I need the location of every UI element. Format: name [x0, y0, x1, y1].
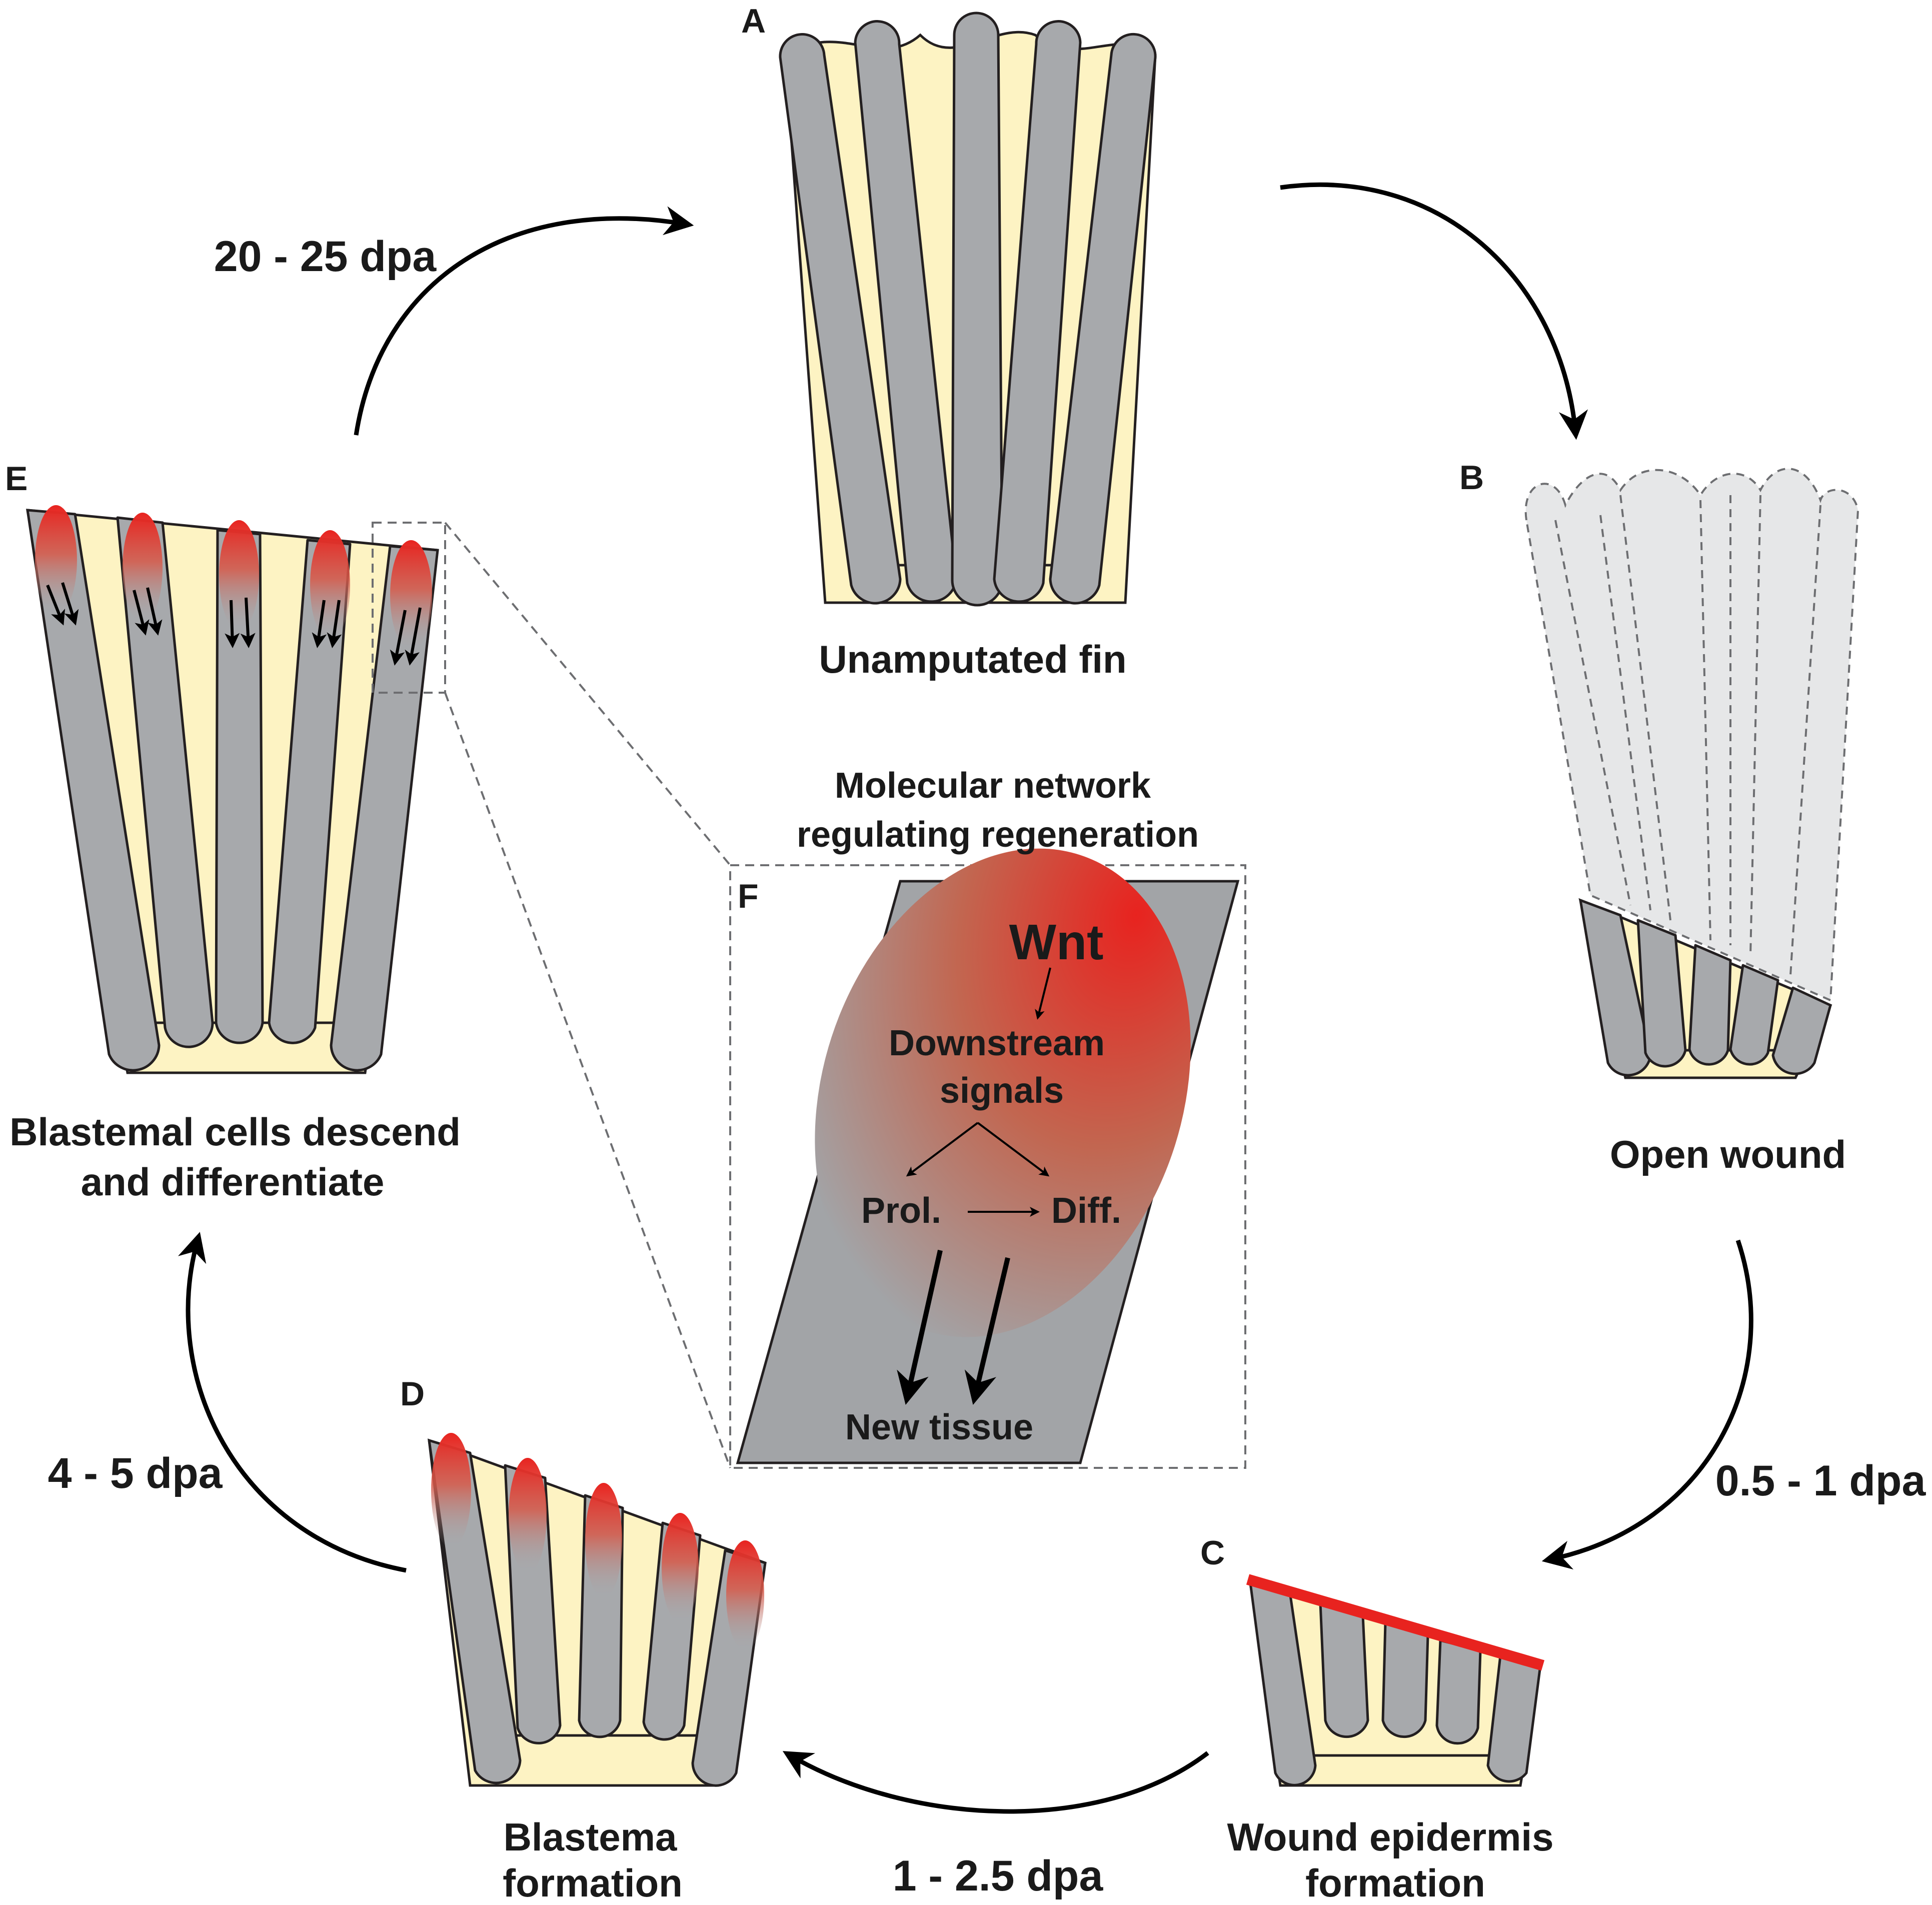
time-e-to-a: 20 - 25 dpa	[214, 233, 437, 281]
proliferation-label: Prol.	[861, 1191, 941, 1231]
panel-d-fin	[428, 1433, 767, 1787]
panel-f-letter: F	[738, 877, 759, 915]
cycle-arrows	[178, 182, 1753, 1814]
arrow-a-to-b	[1280, 182, 1588, 440]
arrow-e-to-a	[354, 206, 694, 436]
panel-b-caption: Open wound	[1610, 1132, 1846, 1176]
panel-b-fin	[1524, 468, 1859, 1079]
time-d-to-e: 4 - 5 dpa	[48, 1449, 223, 1497]
arrow-d-to-e	[178, 1232, 407, 1573]
time-b-to-c: 0.5 - 1 dpa	[1715, 1457, 1926, 1505]
panel-d-letter: D	[400, 1375, 425, 1413]
panel-c-fin	[1246, 1574, 1545, 1787]
panel-f-network	[736, 848, 1240, 1464]
wnt-label: Wnt	[1009, 914, 1104, 970]
panel-a-fin	[779, 12, 1157, 607]
panel-b-letter: B	[1459, 459, 1484, 497]
panel-a-letter: A	[741, 2, 766, 40]
panel-e-fin	[26, 505, 439, 1074]
wound-epidermis	[1246, 1574, 1545, 1671]
arrow-b-to-c	[1541, 1239, 1753, 1570]
panel-c-letter: C	[1200, 1534, 1225, 1572]
panel-e-letter: E	[5, 460, 28, 498]
time-c-to-d: 1 - 2.5 dpa	[893, 1852, 1104, 1900]
new-tissue-label: New tissue	[845, 1407, 1033, 1447]
differentiation-label: Diff.	[1051, 1191, 1121, 1231]
arrow-c-to-d	[782, 1751, 1209, 1814]
panel-a-caption: Unamputated fin	[819, 637, 1126, 681]
